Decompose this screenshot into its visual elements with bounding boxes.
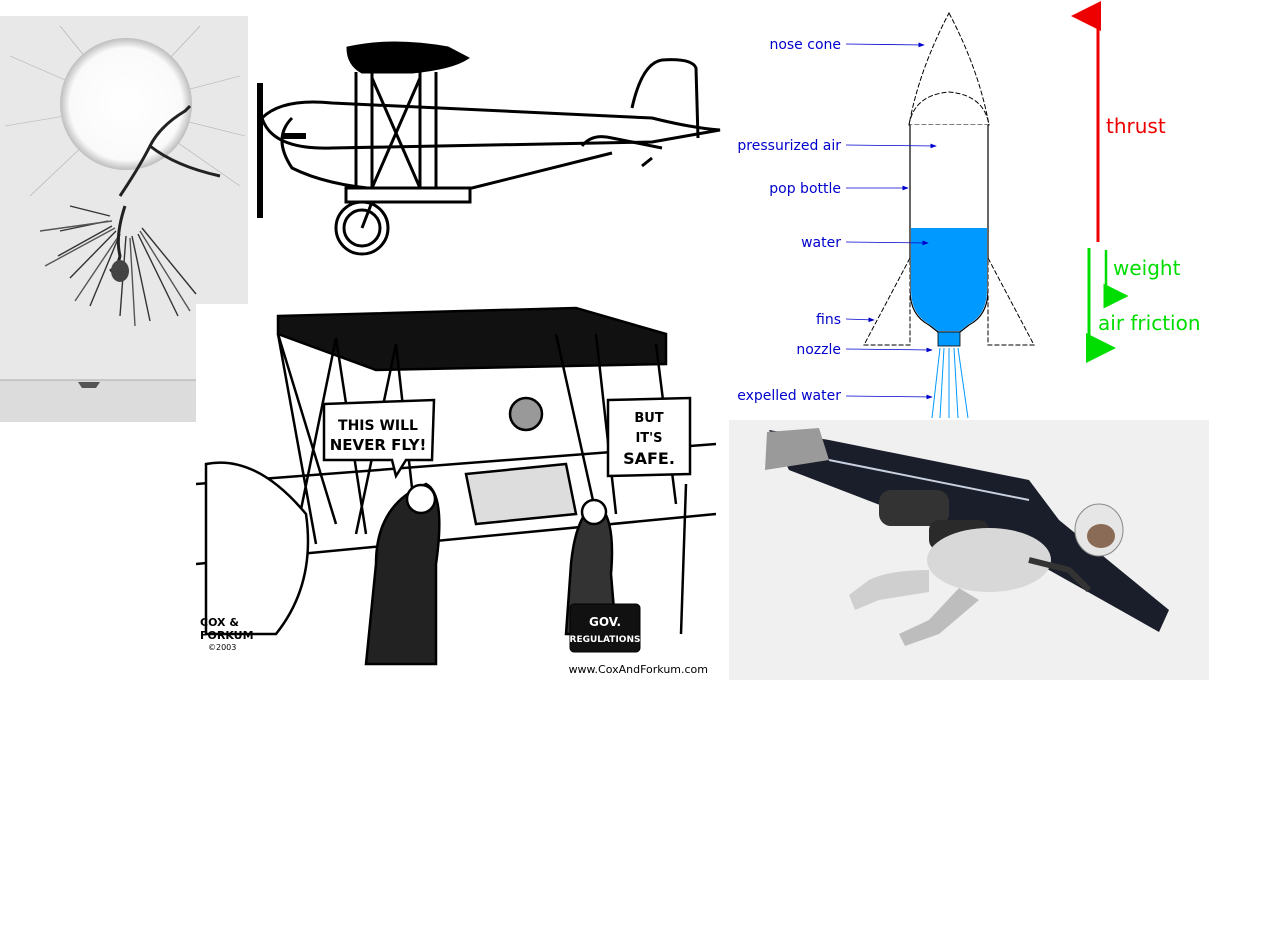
icarus-illustration: [0, 16, 248, 422]
nose-cone-shape: [908, 11, 990, 126]
bubble-right-line2: IT'S: [635, 431, 662, 446]
label-air-friction: air friction: [1098, 311, 1201, 335]
bubble-right-line1: BUT: [634, 411, 663, 426]
biplane-drawing: [257, 41, 721, 256]
bubble-right-line3: SAFE.: [623, 449, 675, 468]
nozzle-shape: [937, 331, 961, 347]
bubble-left-line2: NEVER FLY!: [330, 436, 427, 454]
briefcase-line1: GOV.: [589, 615, 621, 629]
speech-bubble-right: [606, 396, 692, 478]
political-cartoon: THIS WILL NEVER FLY! BUT IT'S SAFE. GOV.…: [196, 304, 716, 680]
label-expelled-water: expelled water: [737, 388, 841, 404]
biplane-illustration: [252, 38, 724, 262]
label-water: water: [801, 235, 841, 251]
jetman-drawing: [729, 420, 1209, 680]
water-fill: [911, 228, 987, 331]
signature-line1: COX &: [200, 616, 239, 629]
label-thrust: thrust: [1106, 114, 1166, 138]
label-fins: fins: [816, 312, 841, 328]
bubble-left-line1: THIS WILL: [338, 418, 418, 434]
left-fin: [863, 257, 911, 346]
cartoon-drawing: THIS WILL NEVER FLY! BUT IT'S SAFE. GOV.…: [196, 306, 716, 676]
label-pop-bottle: pop bottle: [769, 181, 841, 197]
water-rocket-diagram: nose cone pressurized air pop bottle wat…: [724, 0, 1261, 420]
jetman-photo: [729, 420, 1209, 680]
website-credit: www.CoxAndForkum.com: [569, 663, 708, 676]
signature-line3: ©2003: [208, 643, 236, 652]
briefcase-line2: REGULATIONS: [570, 635, 641, 645]
label-weight: weight: [1113, 256, 1181, 280]
expelled-water-streams: [931, 347, 969, 419]
speech-bubble-left: [322, 398, 436, 480]
label-nose-cone: nose cone: [769, 37, 841, 53]
signature-line2: FORKUM: [200, 629, 254, 642]
label-pressurized-air: pressurized air: [737, 138, 841, 154]
rocket-diagram-svg: nose cone pressurized air pop bottle wat…: [737, 1, 1201, 419]
label-nozzle: nozzle: [796, 342, 841, 358]
right-fin: [987, 257, 1035, 346]
briefcase: [569, 603, 641, 653]
